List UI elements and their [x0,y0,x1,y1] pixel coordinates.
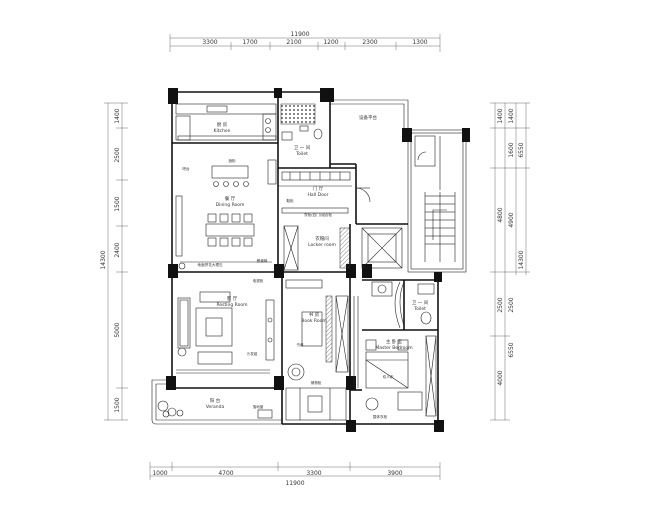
table-note: 餐桌椅 [257,258,268,263]
dim-right-seg-1: 1400 [497,108,504,123]
dim-left-seg-5: 5000 [114,322,121,337]
lower-toilet-label-en: Toilet [413,306,426,312]
stair-core [361,135,456,269]
dim-right-inner-total: 6550 [518,142,525,157]
dim-top-seg-5: 2300 [362,39,377,46]
kitchen-fixtures [175,103,277,141]
hall-door-label-cn: 门 厅 [313,185,324,192]
master-bedroom-label-en: Master Bedroom [375,345,412,351]
shoe-cabinet-note: 鞋柜 [286,198,294,203]
dim-bottom-total: 11900 [285,480,304,487]
dim-bottom-seg-1: 1000 [152,470,167,477]
dim-top-seg-1: 3300 [202,39,217,46]
dim-bottom-seg-2: 4700 [218,470,233,477]
dim-top-seg-4: 1200 [323,39,338,46]
book-room-fixtures [285,279,349,421]
upper-toilet-label-cn: 卫 一 间 [294,144,311,151]
dim-right-inner-seg-1: 1400 [508,108,515,123]
lower-toilet-fixtures [371,281,435,329]
living-label-en: Resting Room [216,302,247,308]
dining-label-cn: 餐 厅 [225,195,236,202]
dim-top-seg-3: 2100 [286,39,301,46]
wine-cabinet-note: 酒柜 [228,158,236,163]
locker-room-fixtures [283,225,351,271]
bed-note: 双人床 [383,374,394,379]
tv-note: 电视柜 [253,278,264,283]
structural-columns [166,88,470,432]
bottom-dimension-chain [149,462,441,480]
master-bedroom-fixtures [353,296,437,417]
veranda-fixtures [157,400,273,419]
outer-walls [151,90,467,425]
dim-bottom-seg-4: 3900 [387,470,402,477]
dim-right-total: 14300 [518,250,525,269]
dim-right-inner-seg-3: 4900 [508,212,515,227]
kitchen-label-cn: 厨 房 [217,121,228,128]
dim-bottom-seg-3: 3300 [306,470,321,477]
lower-toilet-label-cn: 卫 一 间 [412,299,429,306]
kitchen-label-en: Kitchen [214,128,231,134]
dim-top-total: 11900 [290,31,309,38]
dim-left-seg-2: 2500 [114,147,121,162]
dining-label-en: Dining Room [216,202,245,208]
dim-left-seg-1: 1400 [114,108,121,123]
book-label-en: Book Room [301,318,326,324]
upper-toilet-fixtures [280,103,323,141]
dim-right-seg-4: 4000 [497,370,504,385]
closet-note: 衣柜(四门)组合柜 [304,212,332,217]
interior-walls [172,92,438,424]
top-dimension-chain [169,34,441,52]
wardrobe-note: 整体衣柜 [373,414,388,419]
desk-note: 书桌 [296,342,304,347]
right-dimension-chains [490,102,530,421]
hall-door-label-en: Hall Door [308,192,329,198]
floor-note: 地面拼花大理石 [197,262,223,267]
living-fixtures [176,291,275,374]
dim-top-seg-2: 1700 [242,39,257,46]
locker-label-en: Locker room [308,242,336,248]
dim-right-lower-b: 6550 [508,342,515,357]
veranda-label-cn: 阳 台 [210,397,221,404]
entry-fixtures [281,171,371,214]
dim-left-seg-6: 1500 [114,397,121,412]
upper-toilet-label-en: Toilet [295,151,308,157]
dim-right-seg-2: 4800 [497,207,504,222]
small-table-note: 吧台 [182,166,190,171]
dim-left-seg-3: 1500 [114,196,121,211]
dim-right-lower-a: 2500 [508,297,515,312]
dim-top-seg-6: 1300 [412,39,427,46]
book-label-cn: 书 房 [309,311,320,318]
left-dimension-chain [104,102,128,421]
locker-label-cn: 衣帽间 [315,235,329,242]
equipment-platform-label: 设备平台 [359,114,377,121]
master-bedroom-label-cn: 主 卧 室 [386,338,403,345]
living-label-cn: 客 厅 [227,295,238,302]
storage-note: 储物柜 [311,380,322,385]
sofa-note: 沙发组 [247,351,258,356]
dining-fixtures [175,159,277,270]
dim-left-seg-4: 2400 [114,242,121,257]
dim-right-seg-3: 2500 [497,297,504,312]
veranda-label-en: Veranda [206,404,225,410]
dim-right-inner-seg-2: 1600 [508,142,515,157]
dim-left-total: 14300 [100,250,107,269]
window-note: 落地窗 [253,404,264,409]
